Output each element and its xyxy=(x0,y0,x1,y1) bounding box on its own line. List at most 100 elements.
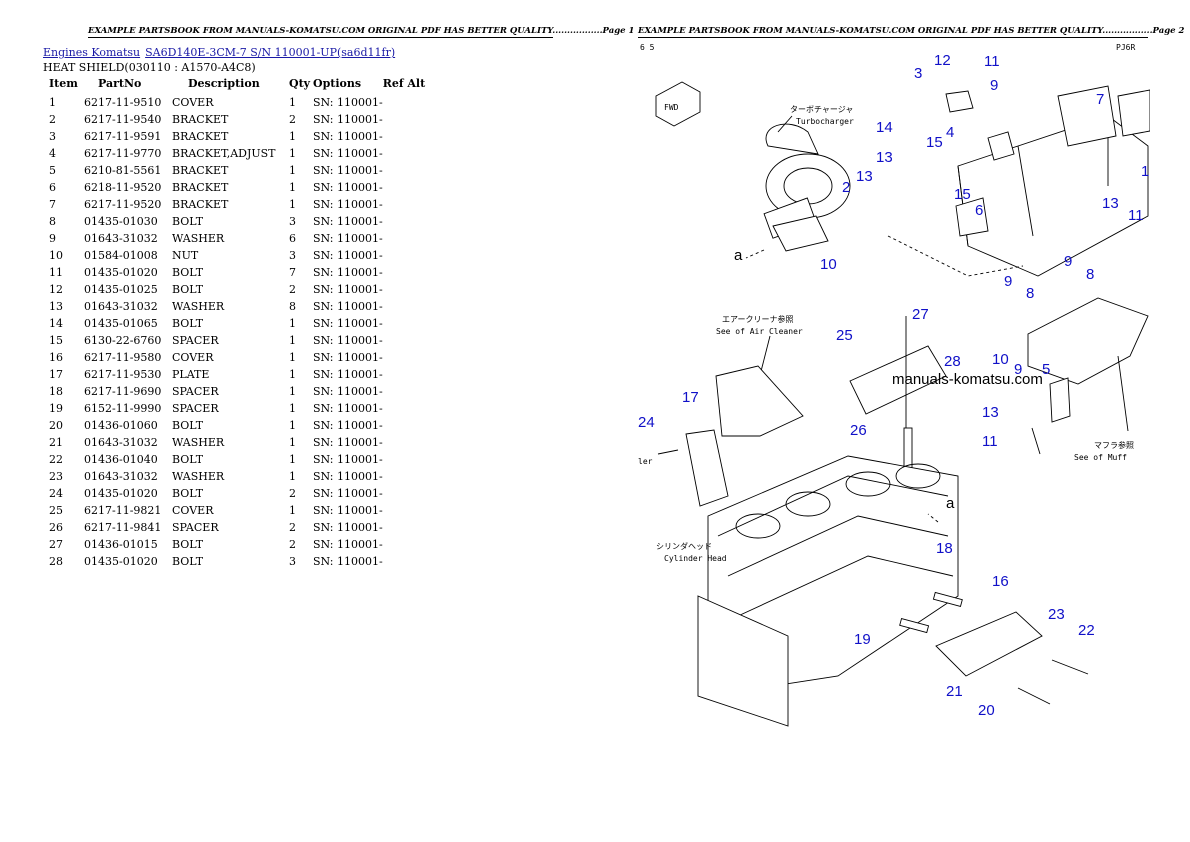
cell-options: SN: 110001- xyxy=(313,334,383,347)
cell-refalt xyxy=(383,468,433,485)
callout-18: 18 xyxy=(936,540,953,557)
cell-qty: 2 xyxy=(289,538,296,551)
cell-refalt xyxy=(383,434,433,451)
cell-refalt xyxy=(383,128,433,145)
cell-options: SN: 110001- xyxy=(313,181,383,194)
cell-partno: 6217-11-9520 xyxy=(84,198,162,211)
cell-description: BOLT xyxy=(172,453,204,466)
spacer-26-part xyxy=(903,427,913,469)
muffler-ref-leader xyxy=(1117,355,1129,432)
cell-item: 27 xyxy=(49,538,63,551)
cell-description: WASHER xyxy=(172,436,225,449)
breadcrumb-link-model[interactable]: SA6D140E-3CM-7 S/N 110001-UP(sa6d11fr) xyxy=(145,46,396,59)
cell-qty: 1 xyxy=(289,147,296,160)
cell-item: 15 xyxy=(49,334,63,347)
bracket-6-part xyxy=(955,197,989,237)
cell-description: BOLT xyxy=(172,283,204,296)
cell-qty: 2 xyxy=(289,113,296,126)
cell-qty: 8 xyxy=(289,300,296,313)
cell-partno: 01643-31032 xyxy=(84,300,158,313)
callout-1: 1 xyxy=(1141,163,1149,180)
cell-partno: 01435-01025 xyxy=(84,283,158,296)
cell-partno: 01435-01065 xyxy=(84,317,158,330)
cell-description: COVER xyxy=(172,96,214,109)
cell-refalt xyxy=(383,213,433,230)
cell-options: SN: 110001- xyxy=(313,113,383,126)
cell-options: SN: 110001- xyxy=(313,283,383,296)
cell-description: WASHER xyxy=(172,470,225,483)
callout-27: 27 xyxy=(912,306,929,323)
callout-19: 19 xyxy=(854,631,871,648)
breadcrumb: Engines Komatsu SA6D140E-3CM-7 S/N 110001… xyxy=(43,46,395,59)
cell-qty: 1 xyxy=(289,334,296,347)
cell-options: SN: 110001- xyxy=(313,249,383,262)
callout-3: 3 xyxy=(914,65,922,82)
callout-13c: 13 xyxy=(1102,195,1119,212)
callout-26: 26 xyxy=(850,422,867,439)
callout-11a: 11 xyxy=(984,53,1000,70)
cell-options: SN: 110001- xyxy=(313,266,383,279)
cell-qty: 1 xyxy=(289,402,296,415)
cell-options: SN: 110001- xyxy=(313,436,383,449)
cell-item: 4 xyxy=(49,147,56,160)
cell-item: 21 xyxy=(49,436,63,449)
cell-options: SN: 110001- xyxy=(313,164,383,177)
cell-partno: 6217-11-9690 xyxy=(84,385,162,398)
cell-refalt xyxy=(383,162,433,179)
cell-options: SN: 110001- xyxy=(313,385,383,398)
cell-description: SPACER xyxy=(172,385,219,398)
cell-partno: 6217-11-9821 xyxy=(84,504,162,517)
cell-partno: 6210-81-5561 xyxy=(84,164,162,177)
cell-description: BOLT xyxy=(172,317,204,330)
callout-21: 21 xyxy=(946,683,963,700)
corner-tag-right: PJ6R xyxy=(1116,43,1135,52)
cell-description: BOLT xyxy=(172,487,204,500)
cell-description: SPACER xyxy=(172,521,219,534)
svg-text:FWD: FWD xyxy=(664,103,679,112)
cell-description: PLATE xyxy=(172,368,210,381)
cell-qty: 1 xyxy=(289,436,296,449)
cell-options: SN: 110001- xyxy=(313,232,383,245)
cell-item: 22 xyxy=(49,453,63,466)
cell-qty: 1 xyxy=(289,198,296,211)
bracket-adjust-part xyxy=(987,131,1015,161)
callout-5: 5 xyxy=(1042,361,1050,378)
cell-item: 6 xyxy=(49,181,56,194)
callout-10a: 10 xyxy=(820,256,837,273)
cell-description: SPACER xyxy=(172,402,219,415)
cell-refalt xyxy=(383,400,433,417)
callout-17: 17 xyxy=(682,389,699,406)
callout-8a: 8 xyxy=(1086,266,1094,283)
cell-qty: 1 xyxy=(289,317,296,330)
cell-item: 26 xyxy=(49,521,63,534)
cell-options: SN: 110001- xyxy=(313,504,383,517)
cell-partno: 6218-11-9520 xyxy=(84,181,162,194)
breadcrumb-link-engines[interactable]: Engines Komatsu xyxy=(43,46,141,59)
cell-item: 12 xyxy=(49,283,63,296)
cell-item: 17 xyxy=(49,368,63,381)
callout-7: 7 xyxy=(1096,91,1104,108)
cell-partno: 01436-01015 xyxy=(84,538,158,551)
cell-partno: 01435-01020 xyxy=(84,555,158,568)
cell-qty: 1 xyxy=(289,504,296,517)
callout-15b: 15 xyxy=(954,186,971,203)
cell-qty: 1 xyxy=(289,385,296,398)
cell-item: 23 xyxy=(49,470,63,483)
cell-refalt xyxy=(383,451,433,468)
cell-qty: 3 xyxy=(289,215,296,228)
callout-9c: 9 xyxy=(1004,273,1012,290)
watermark-text: manuals-komatsu.com xyxy=(892,371,1043,388)
cell-item: 28 xyxy=(49,555,63,568)
callout-6: 6 xyxy=(975,202,983,219)
cell-options: SN: 110001- xyxy=(313,487,383,500)
